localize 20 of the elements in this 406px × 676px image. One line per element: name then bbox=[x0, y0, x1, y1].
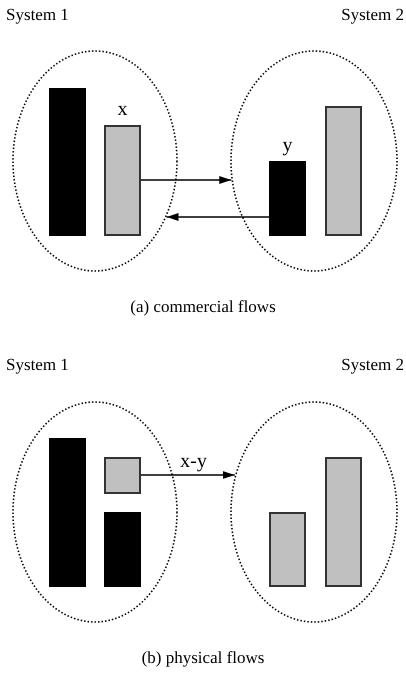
system-heading: System 1 bbox=[6, 4, 69, 26]
panel-caption: (a) commercial flows bbox=[130, 296, 276, 318]
system-heading: System 2 bbox=[341, 4, 404, 26]
arrow bbox=[141, 176, 232, 184]
bar bbox=[49, 88, 86, 236]
bar bbox=[104, 512, 141, 587]
bar bbox=[104, 457, 141, 494]
arrow bbox=[166, 213, 269, 221]
bar-label: x bbox=[116, 99, 128, 119]
arrow bbox=[141, 471, 235, 479]
bar-label: y bbox=[282, 135, 294, 155]
bar bbox=[104, 125, 141, 236]
bar bbox=[325, 106, 362, 236]
bar bbox=[269, 161, 306, 236]
bar bbox=[325, 457, 362, 587]
bar bbox=[269, 512, 306, 587]
system-heading: System 2 bbox=[341, 354, 404, 376]
system-heading: System 1 bbox=[6, 354, 69, 376]
bar bbox=[49, 438, 86, 587]
panel-caption: (b) physical flows bbox=[142, 647, 264, 668]
